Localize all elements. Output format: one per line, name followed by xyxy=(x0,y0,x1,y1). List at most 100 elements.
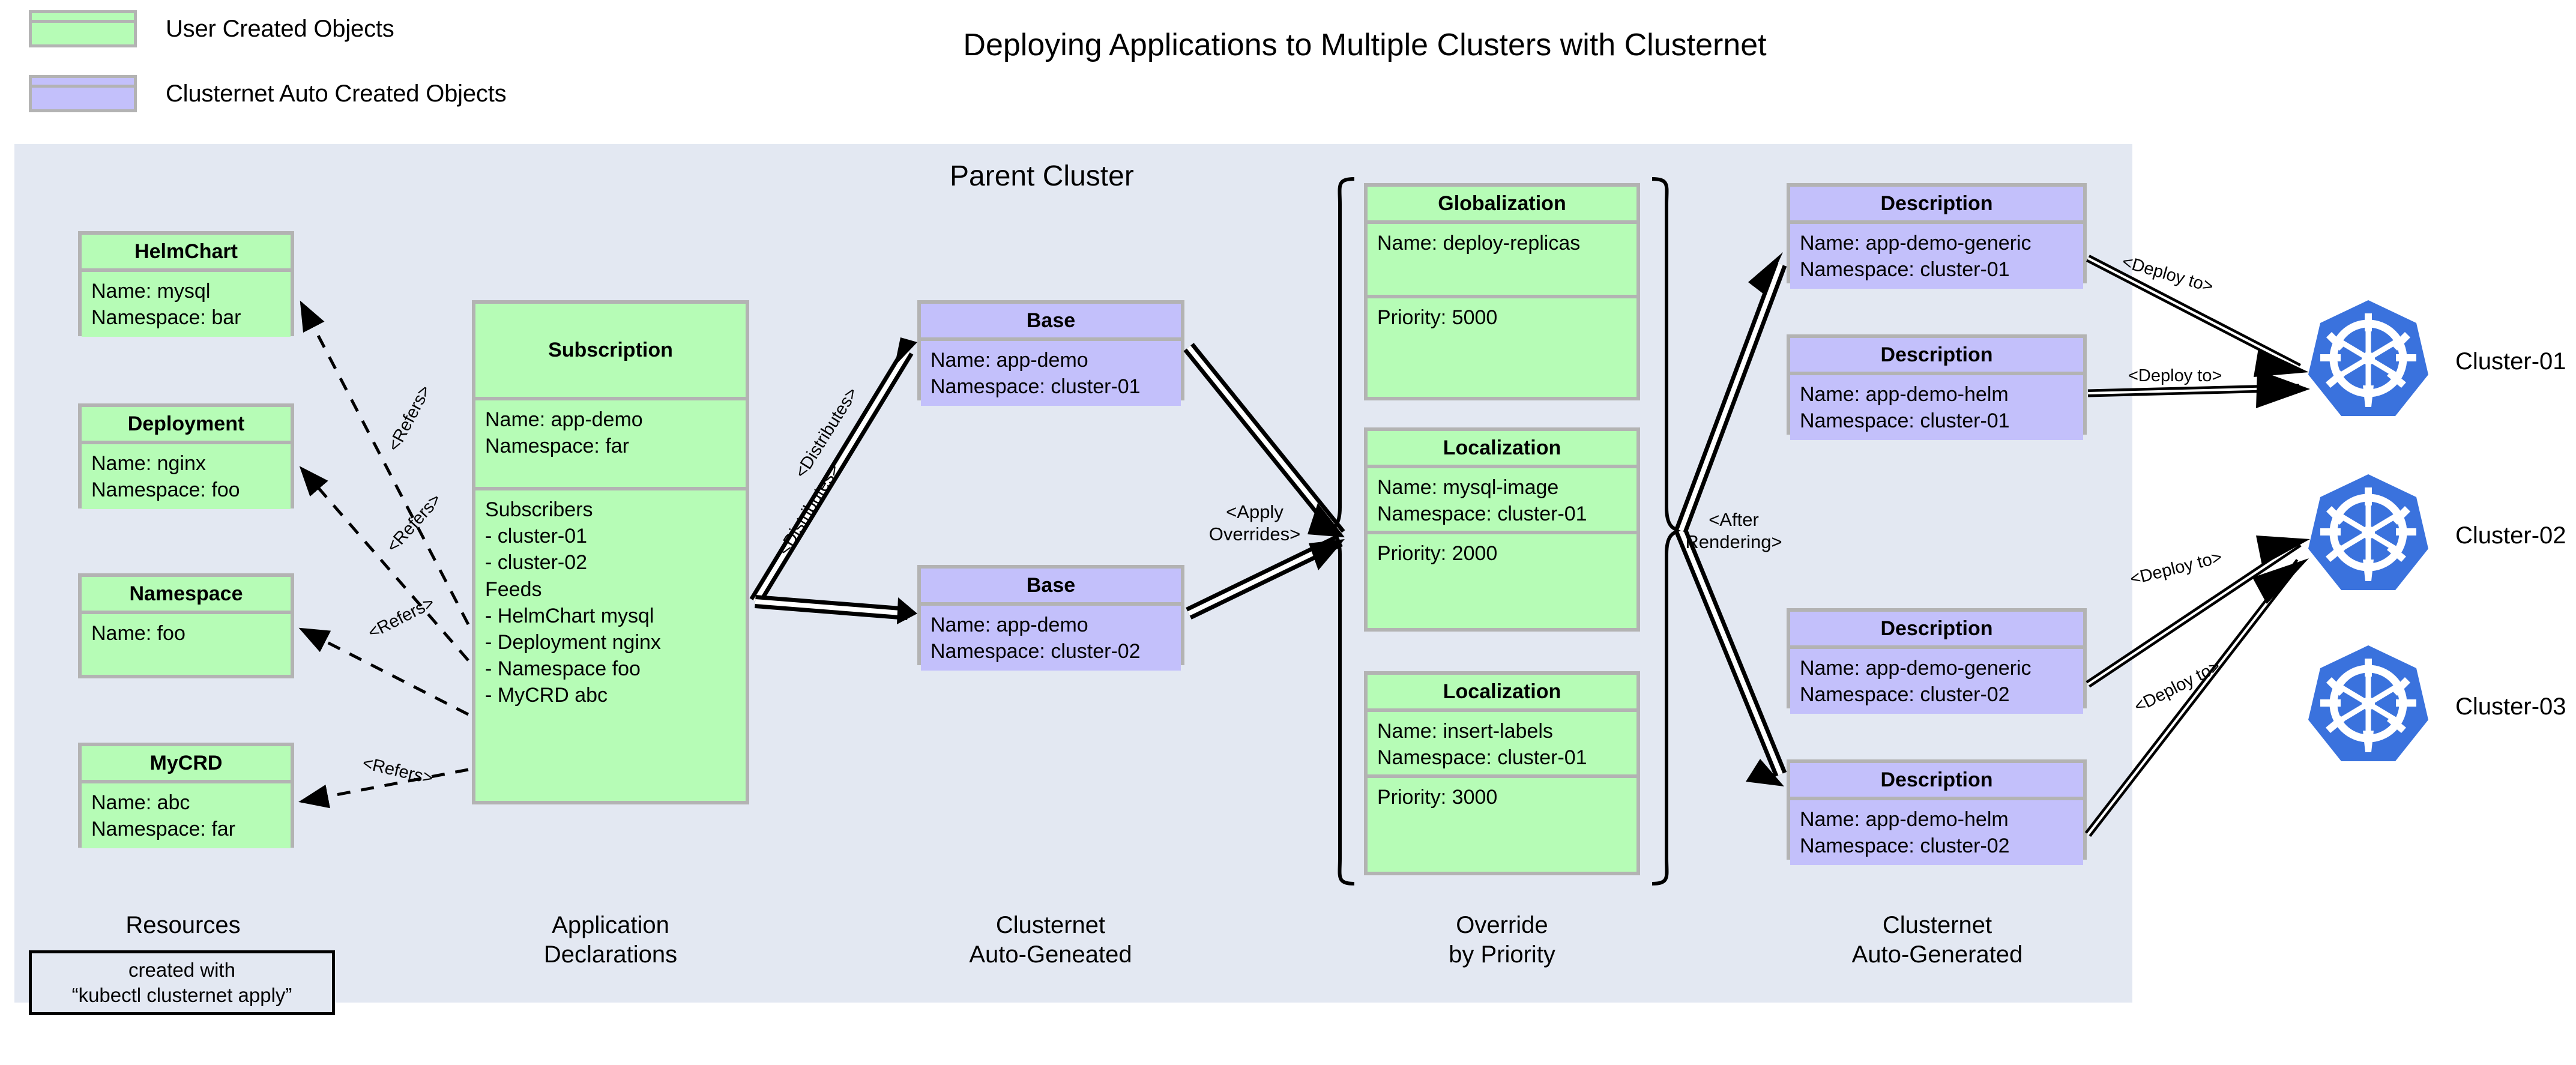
override-card-localization-insert-labels[interactable]: Localization Name: insert-labels Namespa… xyxy=(1364,671,1640,875)
description-card-helm-cluster-01[interactable]: Description Name: app-demo-helm Namespac… xyxy=(1787,334,2087,441)
override-card-localization-mysql-image[interactable]: Localization Name: mysql-image Namespace… xyxy=(1364,427,1640,632)
card-kind: HelmChart xyxy=(82,235,291,268)
after-rendering-line2: Rendering> xyxy=(1685,531,1782,552)
description-card-generic-cluster-01[interactable]: Description Name: app-demo-generic Names… xyxy=(1787,183,2087,289)
caption-line2: by Priority xyxy=(1449,941,1555,968)
apply-overrides-line1: <Apply xyxy=(1226,501,1283,522)
card-kind: Deployment xyxy=(82,407,291,441)
card-body: Name: mysql-image Namespace: cluster-01 xyxy=(1368,465,1636,531)
cluster-label-02: Cluster-02 xyxy=(2455,522,2566,549)
card-kind: Subscription xyxy=(475,304,746,397)
card-priority: Priority: 5000 xyxy=(1368,295,1636,397)
card-body: Name: mysql Namespace: bar xyxy=(82,268,291,337)
edge-label-apply-overrides: <Apply Overrides> xyxy=(1198,501,1312,545)
card-body: Name: app-demo Namespace: cluster-02 xyxy=(921,602,1181,671)
card-field: Namespace: cluster-01 xyxy=(1377,502,1587,526)
column-caption-clusternet-auto-generated: Clusternet Auto-Generated xyxy=(1847,911,2027,970)
card-kind: Description xyxy=(1790,338,2083,372)
card-field: Name: abc xyxy=(91,791,190,814)
green-box-swatch xyxy=(29,10,137,47)
legend-item-user-created: User Created Objects xyxy=(29,10,394,47)
card-body: Name: app-demo-generic Namespace: cluste… xyxy=(1790,220,2083,289)
card-field: Name: app-demo xyxy=(931,349,1088,372)
edge-label-deploy-to: <Deploy to> xyxy=(2128,548,2224,590)
card-kind: Base xyxy=(921,569,1181,602)
card-field: Name: app-demo-generic xyxy=(1800,657,2032,680)
description-card-generic-cluster-02[interactable]: Description Name: app-demo-generic Names… xyxy=(1787,608,2087,714)
card-body: Name: abc Namespace: far xyxy=(82,780,291,849)
column-caption-clusternet-auto-geneated: Clusternet Auto-Geneated xyxy=(961,911,1141,970)
subscription-line: - cluster-02 xyxy=(485,551,588,575)
card-body: Name: nginx Namespace: foo xyxy=(82,441,291,510)
apply-overrides-line2: Overrides> xyxy=(1208,523,1301,545)
card-body: Subscribers - cluster-01 - cluster-02 Fe… xyxy=(475,487,746,801)
card-field: Name: app-demo xyxy=(485,408,643,431)
card-field: Name: app-demo-helm xyxy=(1800,383,2009,406)
card-field: Name: deploy-replicas xyxy=(1377,232,1581,255)
subscription-line: Feeds xyxy=(485,578,542,601)
edge-label-deploy-to: <Deploy to> xyxy=(2131,657,2224,717)
card-field: Priority: 2000 xyxy=(1377,542,1498,565)
card-field: Name: app-demo xyxy=(931,614,1088,636)
page-title: Deploying Applications to Multiple Clust… xyxy=(0,27,2576,63)
card-field: Name: nginx xyxy=(91,452,206,475)
purple-box-swatch xyxy=(29,75,137,112)
card-body: Name: app-demo-helm Namespace: cluster-0… xyxy=(1790,372,2083,441)
caption-line2: Auto-Geneated xyxy=(969,941,1132,968)
legend-label-clusternet-auto-created: Clusternet Auto Created Objects xyxy=(166,80,507,107)
card-field: Namespace: cluster-01 xyxy=(1377,746,1587,770)
subscription-card[interactable]: Subscription Name: app-demo Namespace: f… xyxy=(472,300,749,804)
override-card-globalization[interactable]: Globalization Name: deploy-replicas Prio… xyxy=(1364,183,1640,400)
card-priority: Priority: 2000 xyxy=(1368,531,1636,628)
card-meta: Name: app-demo Namespace: far xyxy=(475,397,746,487)
card-kind: Description xyxy=(1790,187,2083,220)
card-field: Name: insert-labels xyxy=(1377,720,1553,743)
base-card-cluster-01[interactable]: Base Name: app-demo Namespace: cluster-0… xyxy=(917,300,1184,406)
caption-line1: Clusternet xyxy=(995,912,1106,938)
caption-line1: Clusternet xyxy=(1882,912,1992,938)
card-field: Namespace: cluster-02 xyxy=(1800,834,2010,858)
resource-card-helmchart[interactable]: HelmChart Name: mysql Namespace: bar xyxy=(78,231,294,337)
edge-label-deploy-to: <Deploy to> xyxy=(2128,366,2222,385)
caption-line2: Auto-Generated xyxy=(1851,941,2023,968)
caption-line2: Declarations xyxy=(543,941,678,968)
resource-card-deployment[interactable]: Deployment Name: nginx Namespace: foo xyxy=(78,403,294,510)
card-field: Namespace: far xyxy=(91,818,235,841)
resource-card-namespace[interactable]: Namespace Name: foo xyxy=(78,573,294,678)
resource-card-mycrd[interactable]: MyCRD Name: abc Namespace: far xyxy=(78,743,294,849)
card-kind: Globalization xyxy=(1368,187,1636,220)
card-field: Namespace: cluster-01 xyxy=(1800,409,2010,433)
subscription-line: - cluster-01 xyxy=(485,525,588,548)
card-field: Namespace: cluster-01 xyxy=(1800,258,2010,282)
kubernetes-icon xyxy=(2308,645,2428,761)
description-card-helm-cluster-02[interactable]: Description Name: app-demo-helm Namespac… xyxy=(1787,759,2087,866)
caption-line1: Application xyxy=(552,912,669,938)
legend-label-user-created: User Created Objects xyxy=(166,15,394,42)
legend-item-clusternet-auto-created: Clusternet Auto Created Objects xyxy=(29,75,507,112)
card-field: Name: app-demo-helm xyxy=(1800,808,2009,831)
subscription-line: Subscribers xyxy=(485,498,593,521)
cluster-label-01: Cluster-01 xyxy=(2455,348,2566,375)
column-caption-resources: Resources xyxy=(125,912,241,938)
card-field: Namespace: cluster-02 xyxy=(931,640,1141,663)
column-caption-application-declarations: Application Declarations xyxy=(520,911,701,970)
card-kind: Namespace xyxy=(82,577,291,611)
edge-label-after-rendering: <After Rendering> xyxy=(1674,509,1794,553)
card-kind: MyCRD xyxy=(82,746,291,780)
cluster-label-03: Cluster-03 xyxy=(2455,693,2566,720)
card-body: Name: app-demo-generic Namespace: cluste… xyxy=(1790,645,2083,714)
card-kind: Description xyxy=(1790,763,2083,797)
parent-cluster-title: Parent Cluster xyxy=(950,160,1134,192)
base-card-cluster-02[interactable]: Base Name: app-demo Namespace: cluster-0… xyxy=(917,565,1184,671)
card-field: Name: mysql-image xyxy=(1377,476,1559,499)
after-rendering-line1: <After xyxy=(1709,509,1759,530)
kubectl-note-line1: created with xyxy=(128,958,235,981)
card-body: Name: app-demo Namespace: cluster-01 xyxy=(921,337,1181,406)
card-kind: Description xyxy=(1790,612,2083,645)
kubernetes-icon xyxy=(2308,474,2428,590)
subscription-line: - MyCRD abc xyxy=(485,684,608,707)
card-field: Priority: 5000 xyxy=(1377,306,1498,329)
card-body: Name: insert-labels Namespace: cluster-0… xyxy=(1368,708,1636,774)
card-body: Name: app-demo-helm Namespace: cluster-0… xyxy=(1790,797,2083,866)
kubernetes-icon xyxy=(2308,300,2428,416)
